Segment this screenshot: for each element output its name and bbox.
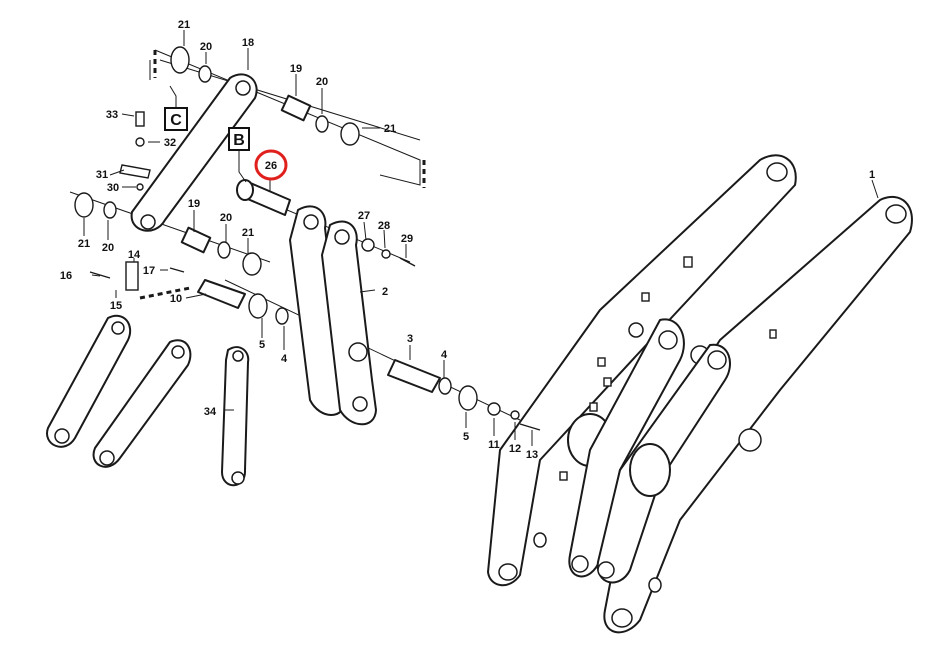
tilt-lever-assembly [567, 318, 731, 584]
part-labels: 1 2 3 4 4 5 5 10 11 12 13 14 15 16 17 18… [60, 19, 875, 461]
label-part-20-c: 20 [220, 212, 232, 224]
label-part-29: 29 [401, 233, 413, 245]
label-part-33: 33 [106, 109, 118, 121]
lift-arm-frame [487, 154, 913, 634]
label-part-32: 32 [164, 137, 176, 149]
label-part-14: 14 [128, 249, 141, 261]
label-part-10: 10 [170, 293, 182, 305]
label-part-26: 26 [265, 160, 277, 172]
label-part-21-a: 21 [178, 19, 190, 31]
label-part-27: 27 [358, 210, 370, 222]
label-part-21-b: 21 [384, 123, 396, 135]
label-part-11: 11 [488, 439, 500, 451]
ref-marker-c: C [164, 107, 188, 131]
highlight-circle [254, 149, 288, 181]
leader-lines [83, 30, 879, 446]
lever-2 [289, 205, 377, 426]
label-part-2: 2 [382, 286, 388, 298]
break-line-bracket [139, 286, 191, 300]
label-part-20-d: 20 [102, 242, 114, 254]
label-part-28: 28 [378, 220, 390, 232]
upper-link-18 [130, 73, 258, 232]
label-part-21-c: 21 [242, 227, 254, 239]
label-part-3: 3 [407, 333, 413, 345]
label-part-4-lower: 4 [281, 353, 288, 365]
label-part-4-upper: 4 [441, 349, 448, 361]
ref-marker-b: B [228, 127, 250, 151]
label-part-20-a: 20 [200, 41, 212, 53]
label-part-16: 16 [60, 270, 72, 282]
label-part-5-left: 5 [259, 339, 265, 351]
label-part-13: 13 [526, 449, 538, 461]
label-part-34: 34 [204, 406, 217, 418]
label-part-12: 12 [509, 443, 521, 455]
label-part-21-d: 21 [78, 238, 90, 250]
label-part-19-lower: 19 [188, 198, 200, 210]
svg-text:B: B [233, 132, 245, 149]
label-part-31: 31 [96, 169, 108, 181]
label-part-5-right: 5 [463, 431, 469, 443]
small-parts [74, 46, 541, 431]
label-part-30: 30 [107, 182, 119, 194]
label-part-19-upper: 19 [290, 63, 302, 75]
svg-text:C: C [170, 112, 182, 129]
label-part-17: 17 [143, 265, 155, 277]
label-part-1: 1 [869, 169, 875, 181]
link-34 [221, 346, 250, 487]
label-part-20-b: 20 [316, 76, 328, 88]
label-part-15: 15 [110, 300, 122, 312]
lower-links [46, 314, 192, 468]
label-part-18: 18 [242, 37, 254, 49]
